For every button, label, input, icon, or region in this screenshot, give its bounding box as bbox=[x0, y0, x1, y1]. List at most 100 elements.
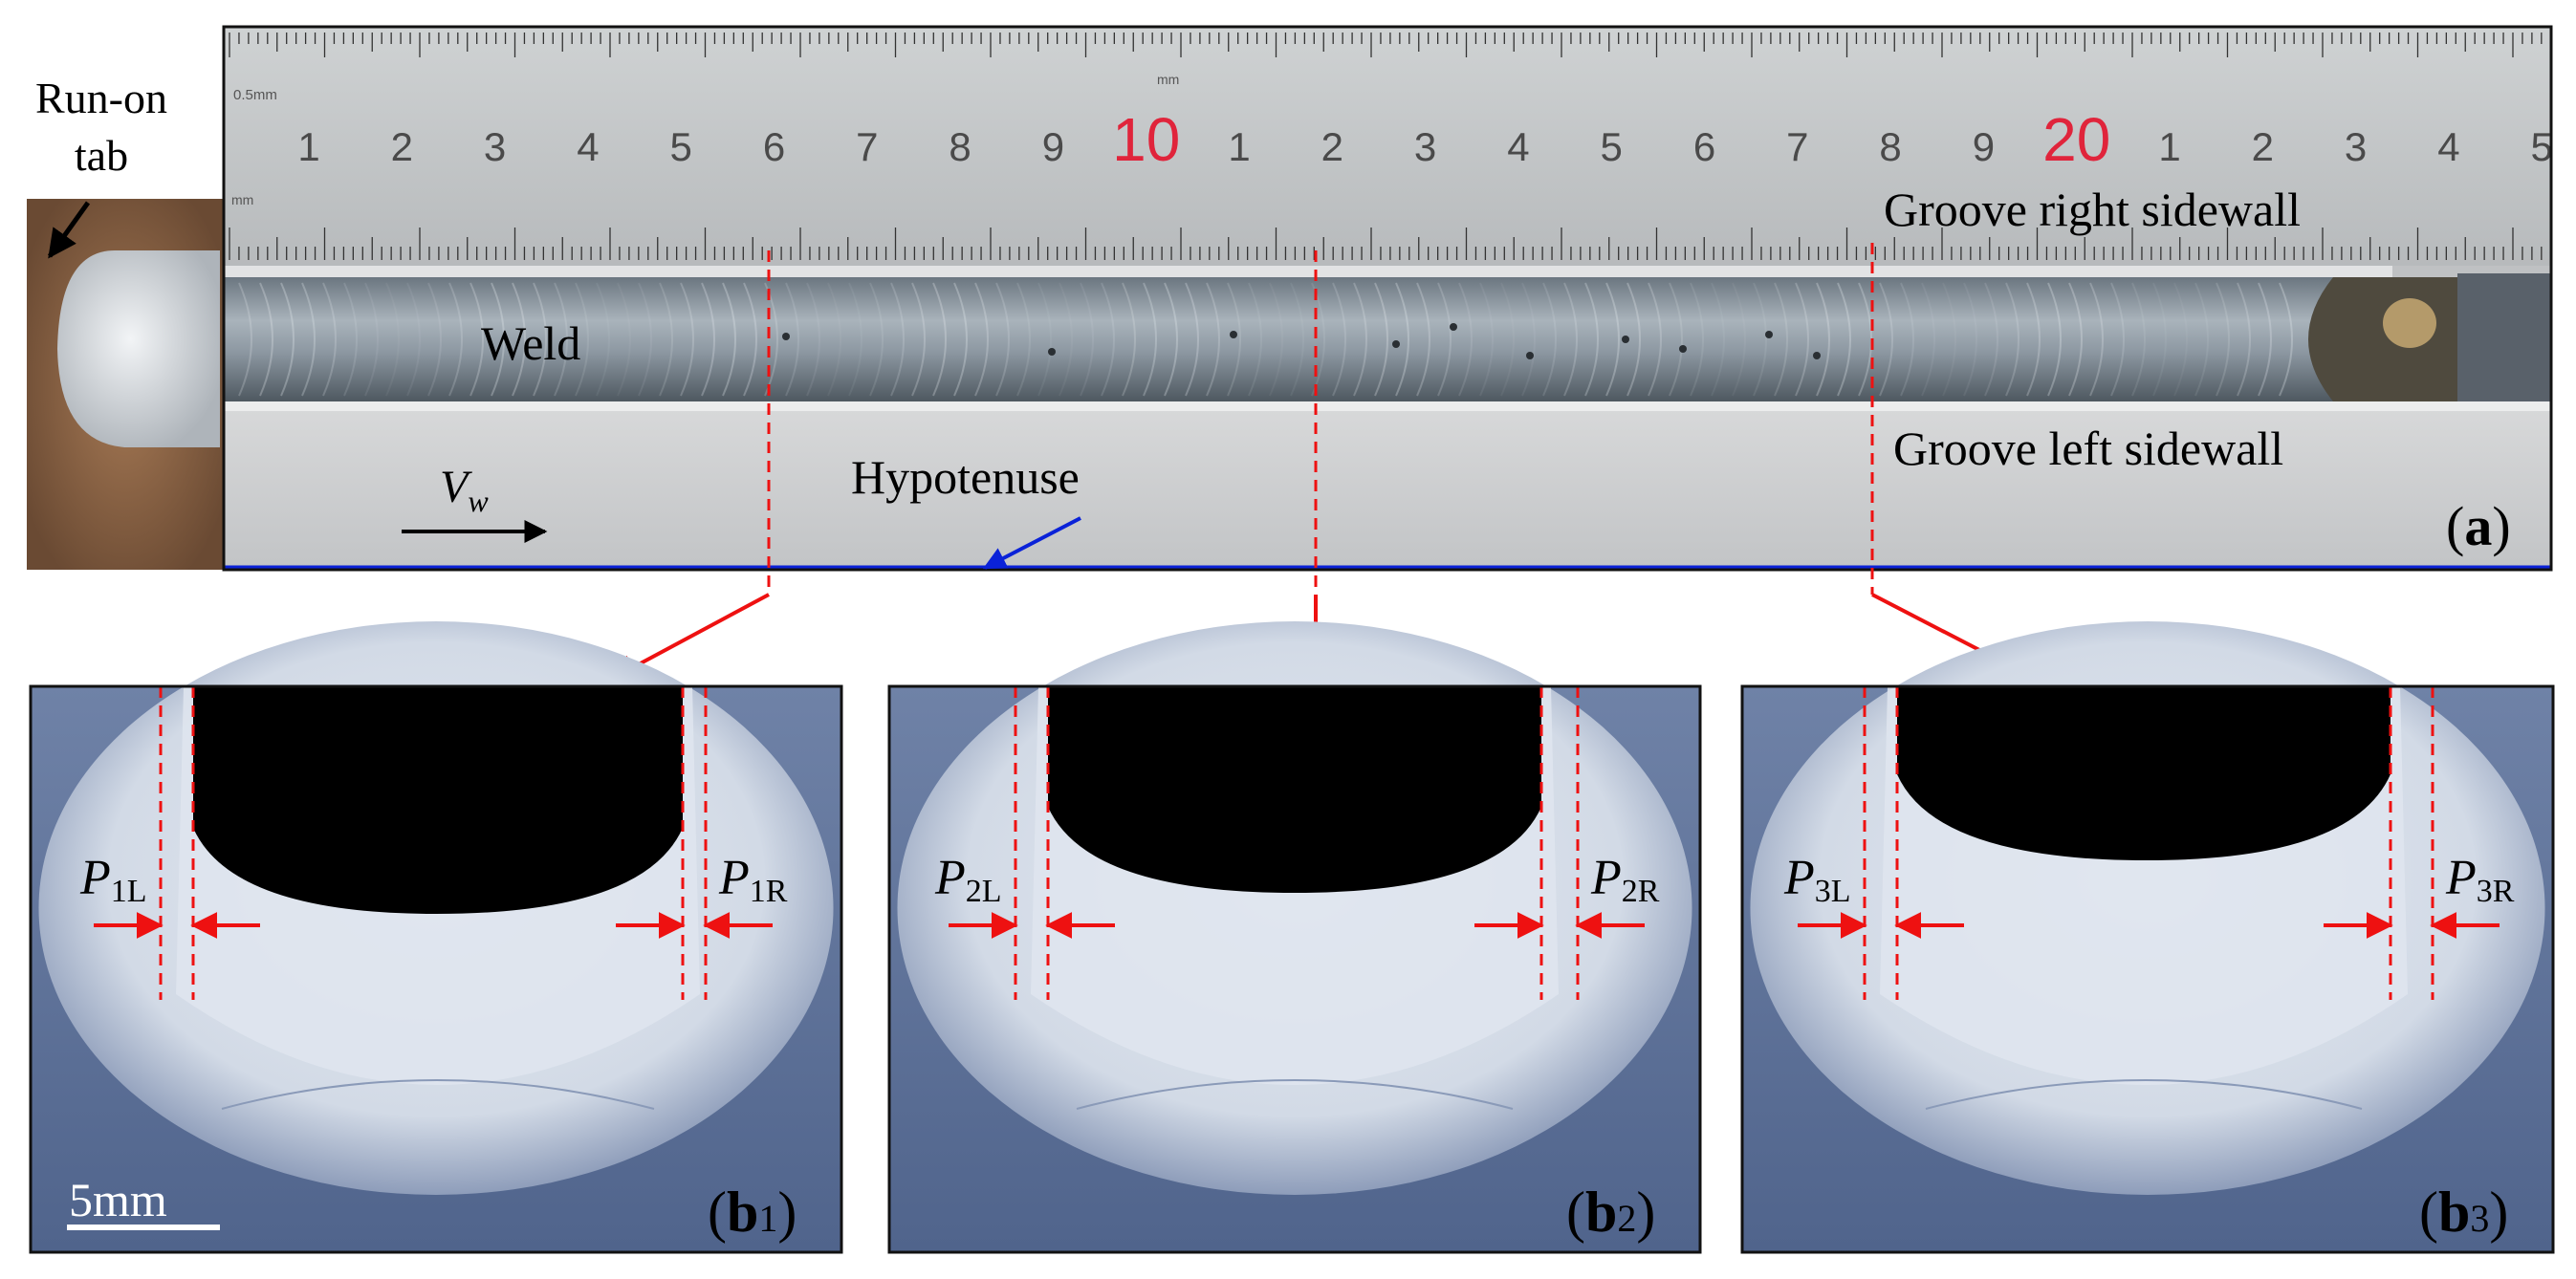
weld-ripple bbox=[1059, 282, 1073, 397]
ruler-number: 4 bbox=[1507, 124, 1529, 169]
weld-ripple bbox=[1290, 282, 1304, 397]
weld-ripple bbox=[322, 282, 337, 397]
ruler-number: 7 bbox=[856, 124, 878, 169]
fusion-line bbox=[1076, 1079, 1514, 1110]
ruler-unit-small: 0.5mm bbox=[233, 87, 277, 103]
scale-bar-label: 5mm bbox=[69, 1173, 167, 1226]
weld-ripple bbox=[596, 282, 610, 397]
run-on-label: Run-on bbox=[35, 74, 167, 122]
ruler-unit-bottom: mm bbox=[231, 192, 253, 207]
weld-ripple bbox=[1921, 282, 1935, 397]
weld-bead bbox=[224, 277, 2457, 401]
ruler-number: 9 bbox=[1042, 124, 1064, 169]
penetration-left-label: P3L bbox=[1783, 851, 1851, 909]
run-on-tab-weld-cap bbox=[57, 250, 220, 447]
weld-ripple bbox=[1458, 282, 1473, 397]
weld-ripple bbox=[238, 282, 252, 397]
weld-ripple bbox=[406, 282, 421, 397]
groove-void bbox=[1048, 686, 1541, 893]
weld-ripple bbox=[1584, 282, 1599, 397]
weld-ripple bbox=[1942, 282, 1956, 397]
weld-ripple bbox=[1206, 282, 1220, 397]
weld-ripple bbox=[1542, 282, 1557, 397]
weld-ripple bbox=[785, 282, 799, 397]
weld-pore bbox=[1048, 348, 1056, 356]
weld-ripple bbox=[827, 282, 841, 397]
weld-ripple bbox=[1711, 282, 1725, 397]
weld-ripple bbox=[1605, 282, 1620, 397]
weld-ripple bbox=[1332, 282, 1346, 397]
weld-ripple bbox=[890, 282, 905, 397]
weld-ripple bbox=[1963, 282, 1977, 397]
weld-ripple bbox=[701, 282, 715, 397]
weld-ripple bbox=[1227, 282, 1241, 397]
ruler-number: 3 bbox=[484, 124, 506, 169]
weld-ripple bbox=[1753, 282, 1767, 397]
ruler-number: 3 bbox=[1414, 124, 1436, 169]
ruler-number: 2 bbox=[1321, 124, 1343, 169]
ruler-number: 20 bbox=[2042, 105, 2110, 174]
weld-ripple bbox=[1143, 282, 1157, 397]
weld-ripple bbox=[1185, 282, 1199, 397]
weld-ripple bbox=[1269, 282, 1283, 397]
weld-ripple bbox=[2005, 282, 2019, 397]
weld-ripple bbox=[1122, 282, 1136, 397]
weld-ripple bbox=[911, 282, 926, 397]
run-on-arrow bbox=[47, 201, 91, 259]
penetration-left-label: P1L bbox=[79, 851, 147, 909]
penetration-right-label: P2R bbox=[1590, 851, 1660, 909]
weld-ripple bbox=[491, 282, 505, 397]
weld-ripple bbox=[343, 282, 358, 397]
ruler-number: 5 bbox=[1601, 124, 1623, 169]
weld-ripple bbox=[1648, 282, 1662, 397]
weld-pore bbox=[1679, 345, 1687, 353]
weld-ripple bbox=[722, 282, 736, 397]
ruler-number: 1 bbox=[1228, 124, 1250, 169]
weld-pore bbox=[1765, 331, 1773, 338]
ruler-number: 2 bbox=[2252, 124, 2274, 169]
weld-ripple bbox=[1374, 282, 1388, 397]
weld-ripple bbox=[1900, 282, 1914, 397]
groove-left-sidewall-lip bbox=[224, 401, 2551, 411]
weld-ripple bbox=[743, 282, 757, 397]
ruler bbox=[224, 27, 2551, 266]
weld-ripple bbox=[2216, 282, 2230, 397]
weld-ripple bbox=[1016, 282, 1031, 397]
weld-ripple bbox=[1101, 282, 1115, 397]
weld-ripple bbox=[1479, 282, 1494, 397]
penetration-left-label: P2L bbox=[934, 851, 1002, 909]
weld-ripple bbox=[2152, 282, 2167, 397]
weld-ripple bbox=[1416, 282, 1430, 397]
weld-ripple bbox=[2068, 282, 2083, 397]
weld-ripple bbox=[974, 282, 989, 397]
ruler-number: 6 bbox=[1693, 124, 1715, 169]
weld-ripple bbox=[1669, 282, 1683, 397]
weld-ripple bbox=[554, 282, 568, 397]
weld-ripple bbox=[469, 282, 484, 397]
groove-left-label: Groove left sidewall bbox=[1893, 422, 2283, 475]
weld-end-dark bbox=[2457, 273, 2551, 403]
weld-ripple bbox=[1626, 282, 1641, 397]
ruler-number: 9 bbox=[1973, 124, 1995, 169]
weld-ripple bbox=[448, 282, 463, 397]
groove-left-sidewall-plate bbox=[224, 401, 2551, 570]
weld-ripple bbox=[1037, 282, 1052, 397]
weld-ripple bbox=[680, 282, 694, 397]
ruler-number: 5 bbox=[2531, 124, 2553, 169]
section-border bbox=[887, 684, 1702, 1254]
weld-ripple bbox=[1500, 282, 1515, 397]
ruler-number: 1 bbox=[297, 124, 319, 169]
weld-pore bbox=[1230, 331, 1237, 338]
weld-ripple bbox=[364, 282, 379, 397]
weld-crater bbox=[2308, 277, 2457, 401]
weld-pore bbox=[1392, 340, 1400, 348]
weld-ripple bbox=[2026, 282, 2041, 397]
weld-ripple bbox=[1080, 282, 1094, 397]
weld-ripple bbox=[2047, 282, 2062, 397]
panel-a-border bbox=[222, 25, 2553, 572]
penetration-right-label: P3R bbox=[2445, 851, 2515, 909]
weld-ripple bbox=[638, 282, 652, 397]
panel-label-b1: (b1) bbox=[708, 1181, 797, 1244]
